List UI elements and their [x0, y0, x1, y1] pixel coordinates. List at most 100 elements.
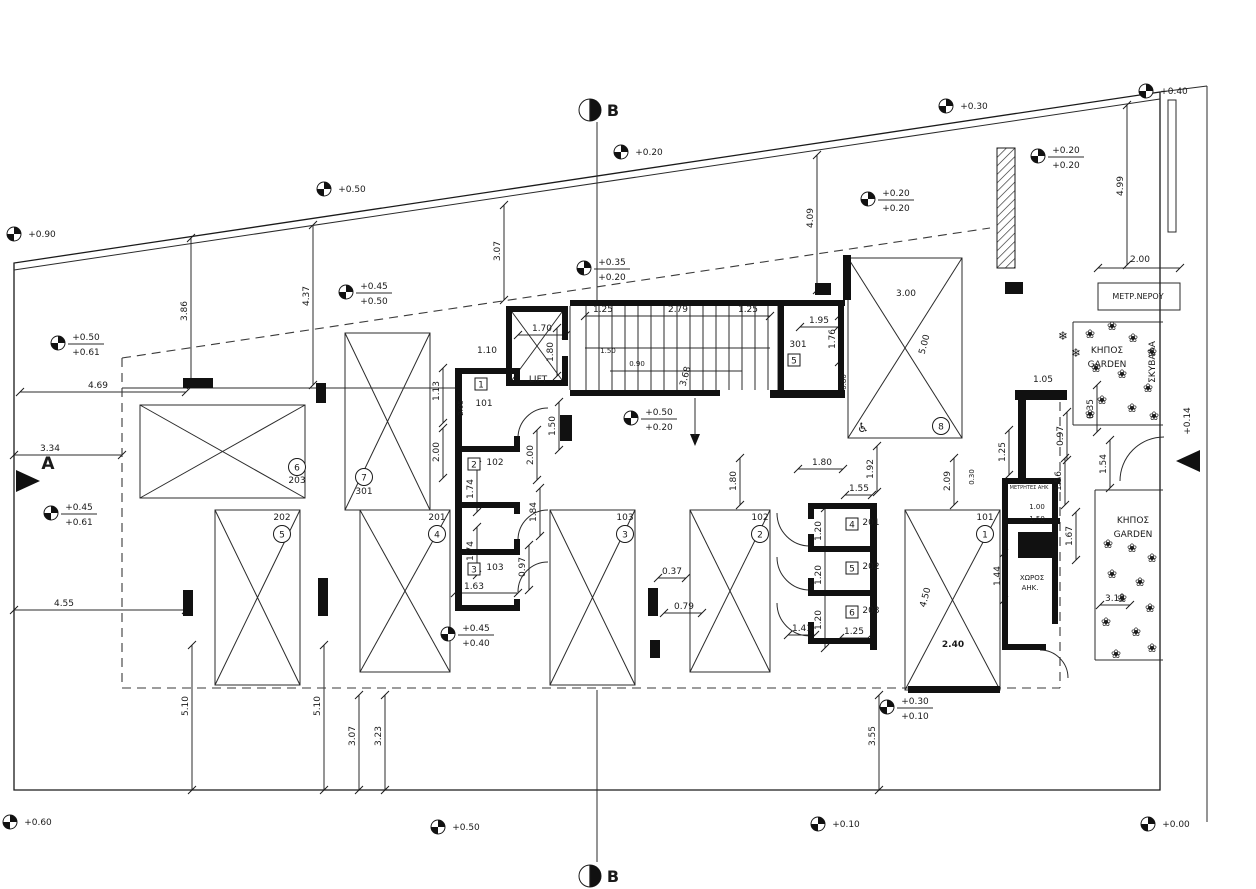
annotation-label: ΚΗΠΟΣ	[1117, 516, 1150, 526]
flower-icon: ❀	[1111, 647, 1121, 661]
dimension-label: 4.99	[1116, 176, 1126, 196]
wall-segment	[870, 503, 877, 650]
water-meter-box	[1097, 282, 1181, 311]
dim-tick	[874, 690, 884, 700]
dim-tick	[9, 605, 19, 615]
level-marker: +0.30	[938, 98, 988, 114]
dim-tick	[472, 507, 482, 517]
dimension-label: 1.20	[814, 521, 824, 541]
wall-segment	[455, 368, 520, 374]
flower-icon: ❀	[1103, 537, 1113, 551]
level-marker: +0.50+0.61	[50, 333, 104, 358]
annotation-label: GARDEN	[1114, 530, 1153, 540]
door-swing-arc	[776, 512, 811, 547]
wall-segment	[562, 306, 568, 340]
dim-tick	[1004, 425, 1014, 435]
level-marker: +0.45 +0.50	[338, 282, 392, 307]
level-value-upper: +0.20	[1052, 146, 1080, 156]
wall-segment	[506, 306, 512, 386]
door-swing-arc	[517, 509, 549, 541]
dim-tick	[820, 643, 830, 653]
dim-tick	[380, 690, 390, 700]
wall-segment	[1018, 400, 1026, 482]
dimension-label: 4.09	[806, 208, 816, 228]
dim-tick	[1175, 263, 1185, 273]
section-marker-half	[590, 865, 601, 887]
level-marker-quadrants	[624, 411, 638, 425]
wall-segment	[843, 255, 851, 300]
dimension-label: 3.55	[868, 726, 878, 746]
dimension-label: 1.63	[464, 582, 484, 592]
wall-segment	[808, 590, 877, 596]
dim-tick	[15, 387, 25, 397]
dim-tick	[735, 500, 745, 510]
section-marker-b: B	[578, 98, 619, 122]
dimension-label: 0.30	[968, 469, 976, 485]
dim-tick	[1060, 453, 1070, 463]
dimension-label: 3.86	[180, 301, 190, 321]
level-value-lower: +0.50	[360, 297, 388, 307]
dimension-label: 201	[862, 518, 879, 528]
level-value: +0.50	[338, 185, 366, 195]
dim-tick	[554, 397, 564, 407]
dimension-label: 203	[862, 606, 879, 616]
level-marker-quadrants	[614, 145, 628, 159]
dimension-label: 5.00	[918, 333, 933, 355]
dim-tick	[187, 785, 197, 795]
level-value-upper: +0.45	[360, 282, 388, 292]
level-value-lower: +0.40	[462, 639, 490, 649]
dim-tick	[681, 573, 691, 583]
dim-tick	[187, 640, 197, 650]
parking-number-circle: 3	[616, 525, 634, 543]
dimension-label: 0.97	[518, 557, 528, 577]
level-marker: +0.30+0.10	[879, 697, 933, 722]
wall-segment	[778, 306, 784, 396]
level-marker: +0.45+0.40	[440, 624, 494, 649]
dimension-label: 103	[486, 563, 503, 573]
stair-treads-layer	[585, 306, 769, 390]
dimension-label: 1.80	[812, 458, 832, 468]
dimension-label: 1.25	[844, 627, 864, 637]
walls-layer	[183, 255, 1067, 693]
dim-tick	[535, 531, 545, 541]
parking-number-circle: 8	[932, 417, 950, 435]
door-swing-arc	[776, 556, 811, 591]
dim-tick	[1105, 435, 1115, 445]
dimension-label: 1.50	[600, 347, 616, 355]
dimension-label: 4.50	[919, 586, 934, 608]
dimension-label: 1.50	[1029, 515, 1045, 523]
dim-tick	[840, 490, 850, 500]
dim-tick	[867, 490, 877, 500]
dimension-label: 102	[751, 513, 768, 523]
dimension-label: 0.37	[662, 567, 682, 577]
section-markers-layer: BB	[578, 98, 619, 888]
annotation-label: ΣΚΥΒΑΛΑ	[1148, 340, 1158, 383]
level-marker: +0.90	[6, 226, 56, 242]
level-marker-quadrants	[861, 192, 875, 206]
parking-number-circle: 5	[273, 525, 291, 543]
wall-segment	[1002, 478, 1060, 484]
dimension-label: 4.37	[302, 286, 312, 306]
section-letter: B	[607, 101, 619, 120]
dim-tick	[1004, 470, 1014, 480]
dimension-label: 1.20	[814, 610, 824, 630]
dimension-label: 1.95	[809, 316, 829, 326]
flower-icon: ❀	[1107, 319, 1117, 333]
dimension-label: 3.07	[348, 726, 358, 746]
projection-dashed-line	[121, 227, 991, 359]
wall-segment	[1018, 532, 1052, 558]
disabled-parking-icon: ♿	[857, 421, 869, 436]
dim-tick	[735, 453, 745, 463]
dim-tick	[532, 425, 542, 435]
dimension-label: 5.10	[313, 696, 323, 716]
plot-boundary	[13, 91, 1161, 791]
wall-segment	[1002, 518, 1060, 524]
flower-icon: ❀	[1101, 615, 1111, 629]
level-value: +0.40	[1160, 87, 1188, 97]
dimension-label: 1.54	[1099, 454, 1109, 474]
dim-tick	[872, 487, 882, 497]
wall-segment	[1015, 390, 1067, 400]
parking-number: 7	[361, 474, 367, 484]
level-marker: +0.60	[2, 814, 52, 830]
dim-tick	[319, 785, 329, 795]
